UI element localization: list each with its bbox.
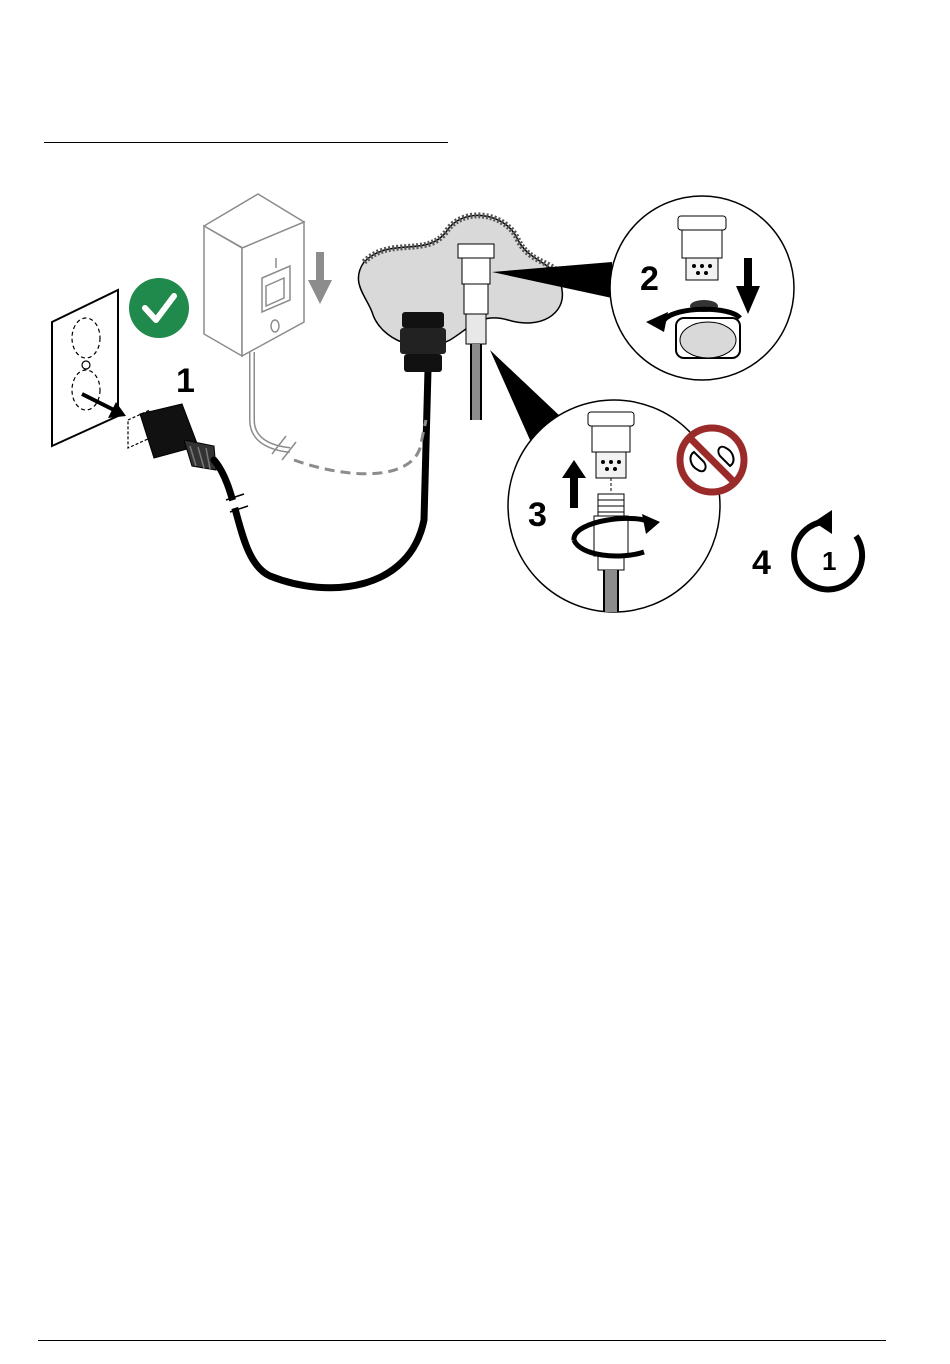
cable-gland bbox=[400, 312, 446, 372]
no-tools-icon bbox=[680, 428, 744, 492]
detail-circle-step-2 bbox=[610, 196, 794, 380]
wall-outlet bbox=[52, 290, 118, 446]
footer-rule bbox=[38, 1340, 886, 1341]
power-cable bbox=[214, 370, 428, 588]
check-icon bbox=[129, 278, 189, 338]
step-3-number: 3 bbox=[528, 496, 547, 534]
instrument-base bbox=[358, 215, 562, 346]
step-4-number: 4 bbox=[752, 544, 771, 582]
restart-number: 1 bbox=[822, 546, 836, 576]
dashed-connection bbox=[294, 420, 426, 474]
switch-off-arrow bbox=[308, 252, 332, 304]
step-2-number: 2 bbox=[640, 260, 659, 298]
step-1-number: 1 bbox=[176, 362, 195, 400]
restart-icon: 1 bbox=[794, 510, 862, 589]
sensor-connector bbox=[458, 244, 494, 420]
disconnect-switch-box bbox=[204, 194, 304, 356]
disconnect-illustration: 1 I O bbox=[0, 0, 950, 640]
power-plug bbox=[128, 404, 216, 470]
